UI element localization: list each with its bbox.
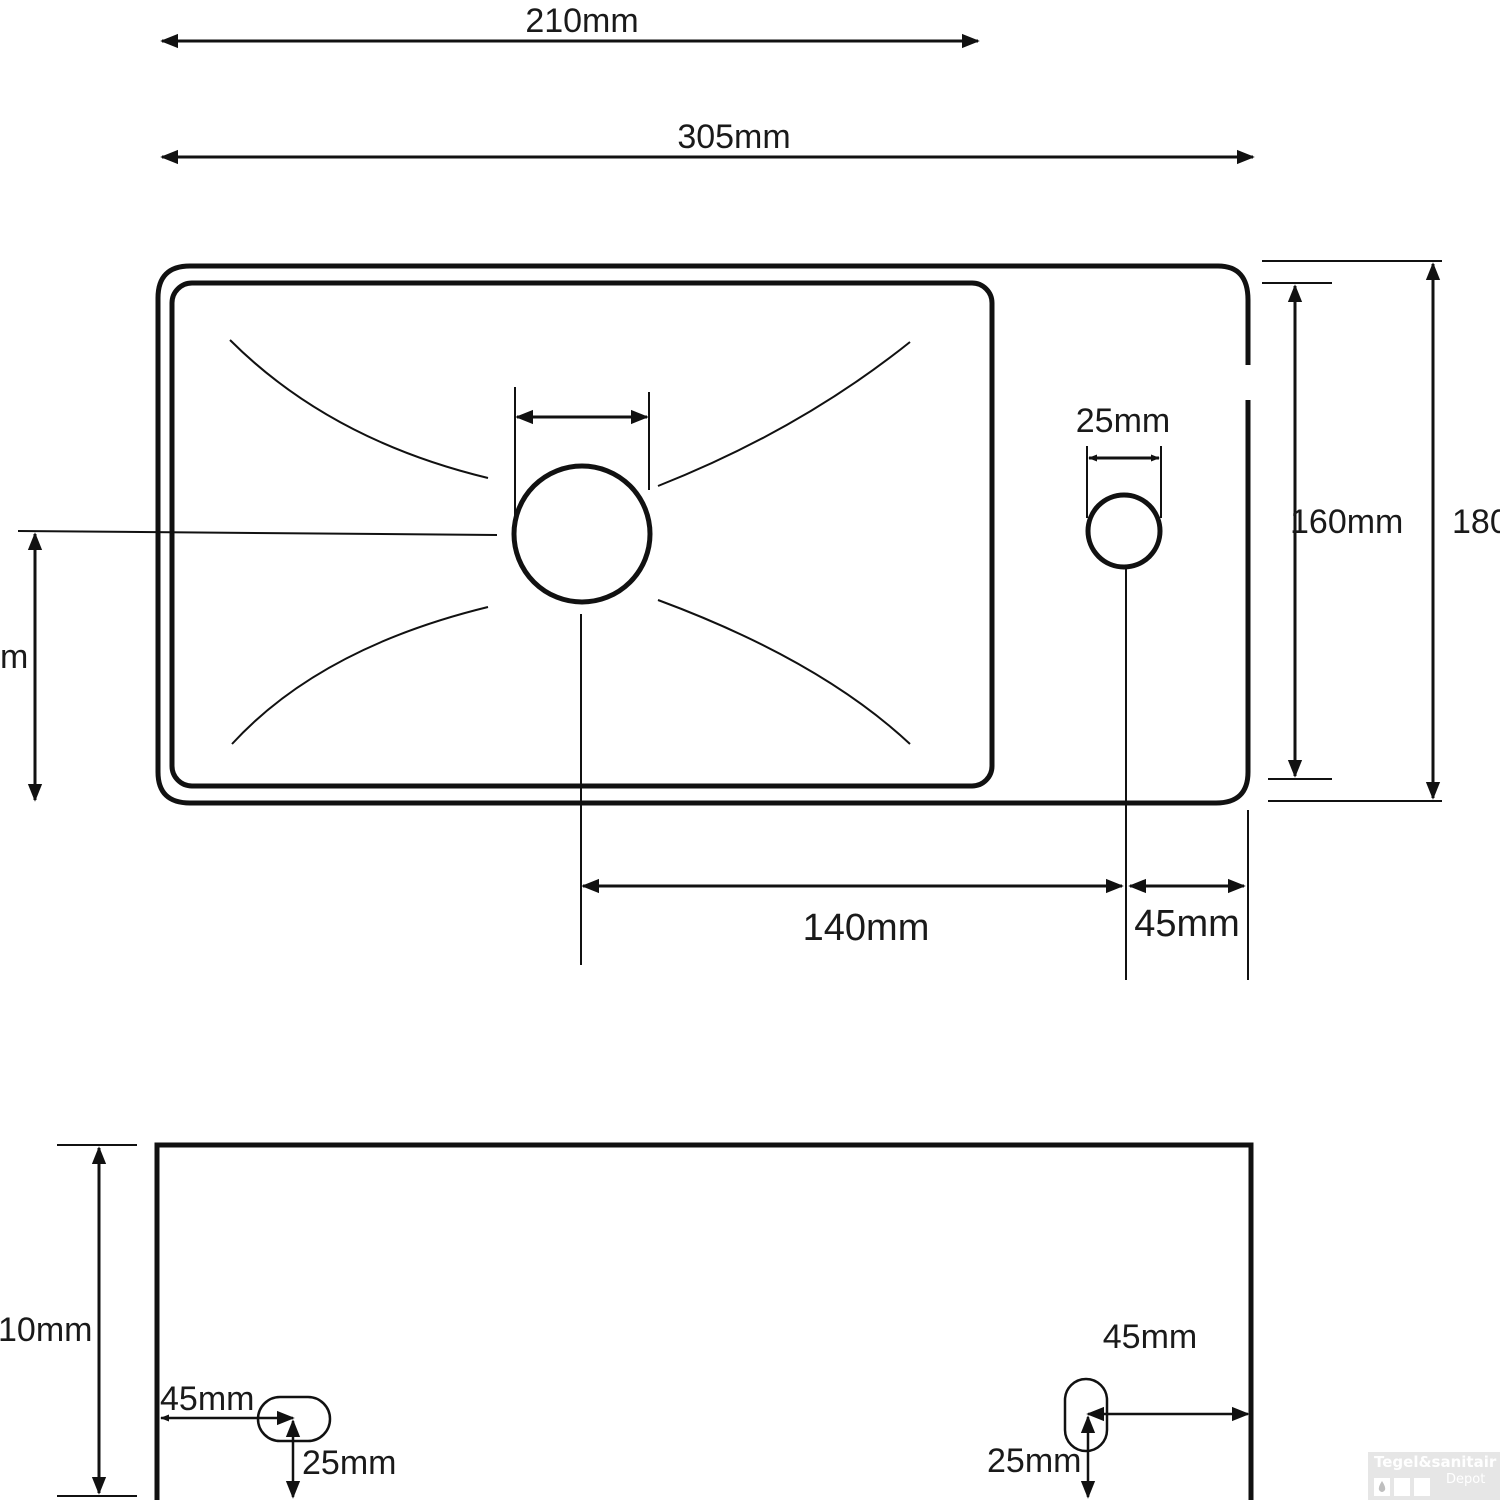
drain-center-line: [17, 530, 498, 536]
label-305: 305mm: [677, 118, 790, 156]
label-180: 180: [1452, 503, 1500, 541]
basin-slope-curve: [657, 341, 911, 487]
label-overflow-left-height: 25mm: [302, 1444, 396, 1482]
label-overflow-right-offset: 45mm: [1103, 1318, 1197, 1356]
brand-line2: Depot: [1446, 1472, 1486, 1487]
label-210: 210mm: [525, 2, 638, 40]
basin-slope-curve: [229, 339, 489, 479]
basin-slope-curve: [657, 599, 911, 745]
drain-hole: [511, 463, 653, 605]
label-overflow-right-height: 25mm: [987, 1442, 1081, 1480]
sink-outer-outline-lower: [155, 263, 1251, 806]
dimension-lines: [17, 33, 1442, 980]
front-outline: [154, 1142, 1254, 1500]
brand-line1: Tegel&sanitair: [1374, 1453, 1497, 1471]
label-tap-dia: 25mm: [1076, 402, 1170, 440]
label-140: 140mm: [803, 907, 930, 949]
sink-outer-outline: [190, 263, 1251, 365]
label-160: 160mm: [1290, 503, 1403, 541]
label-overflow-left-offset: 45mm: [160, 1380, 254, 1418]
sink-front-view: [57, 1142, 1254, 1500]
label-front-height: 10mm: [0, 1311, 92, 1349]
label-45: 45mm: [1134, 903, 1240, 945]
basin-slope-curve: [231, 606, 489, 745]
drop-icon: [1374, 1478, 1430, 1496]
brand-watermark: Tegel&sanitair Depot: [1368, 1452, 1500, 1500]
tap-hole: [1085, 492, 1163, 570]
label-left-height: m: [0, 638, 28, 676]
